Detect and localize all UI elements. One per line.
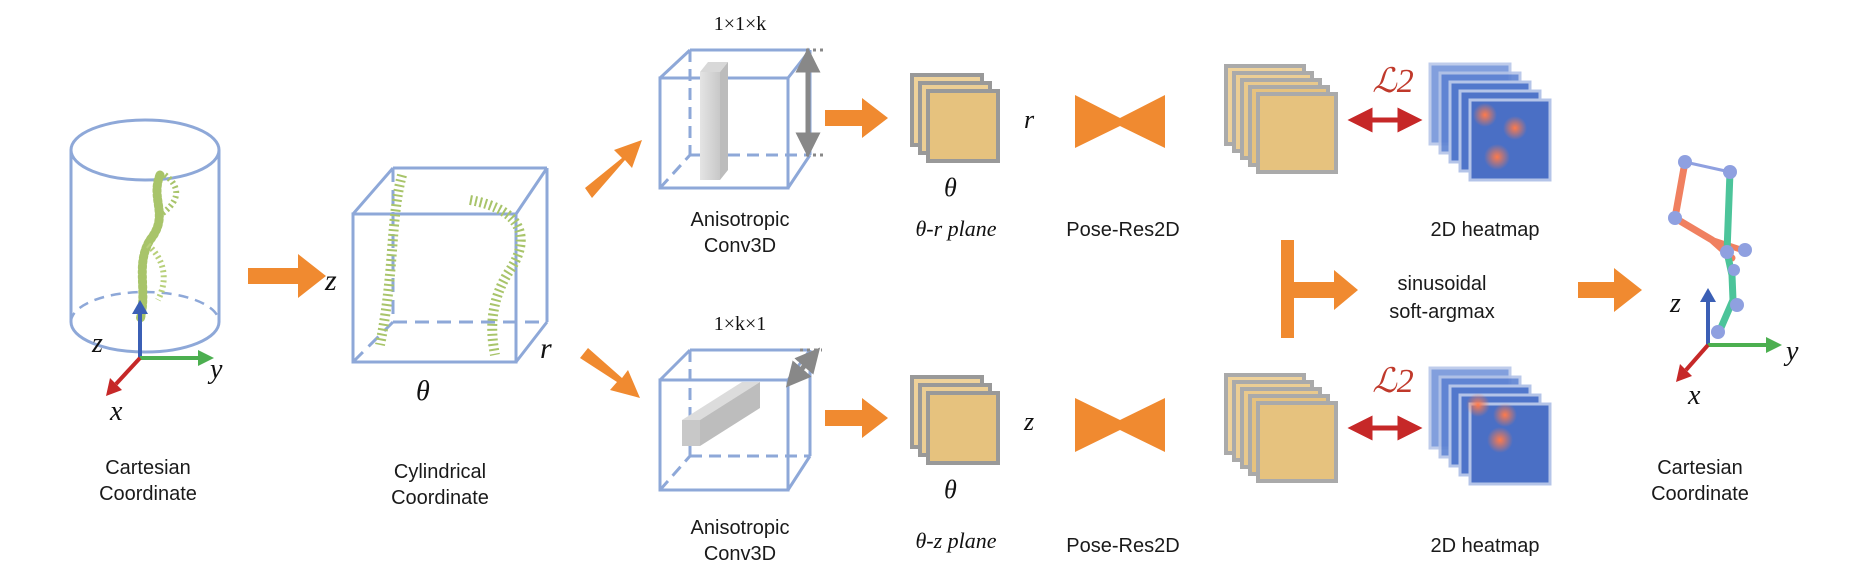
plane-axis-theta-top: θ <box>944 173 957 202</box>
caption-plane-top: θ-r plane <box>915 216 996 241</box>
arrow-cyl-to-top <box>585 140 642 198</box>
kernel-label-top: 1×1×k <box>714 13 767 35</box>
caption-aniso-bot-1: Anisotropic <box>691 517 790 539</box>
caption-heatmap-bottom: 2D heatmap <box>1431 535 1540 557</box>
caption-pose-bottom: Pose-Res2D <box>1066 535 1179 557</box>
axis-label-y-in: y <box>207 354 223 385</box>
loss-label-bottom: ℒ2 <box>1372 363 1414 400</box>
caption-plane-bottom: θ-z plane <box>915 528 996 553</box>
loss-label-top: ℒ2 <box>1372 63 1414 100</box>
arrow-cart-to-cyl <box>248 254 326 298</box>
caption-aniso-bot-2: Conv3D <box>704 543 776 565</box>
hand-skeleton <box>1668 155 1752 339</box>
arrow-to-output <box>1578 268 1642 312</box>
caption-cartesian-out-2: Coordinate <box>1651 483 1749 505</box>
point-cloud-hand <box>135 170 180 325</box>
pose-res2d-net-bottom <box>1075 398 1165 452</box>
caption-cylindrical-2: Coordinate <box>391 487 489 509</box>
caption-cartesian-in-1: Cartesian <box>105 457 191 479</box>
caption-argmax-1: sinusoidal <box>1398 273 1487 295</box>
axis-label-x-out: x <box>1687 380 1701 411</box>
arrow-conv-to-plane-bottom <box>825 398 888 438</box>
axis-label-theta-cyl: θ <box>416 376 430 407</box>
caption-aniso-top-2: Conv3D <box>704 235 776 257</box>
kernel-block-bottom <box>682 382 760 446</box>
arrow-conv-to-plane-top <box>825 98 888 138</box>
cartesian-axes-out <box>1676 288 1782 382</box>
cylindrical-cube <box>351 166 549 364</box>
arrow-cyl-to-bottom <box>580 348 640 398</box>
plane-stack-bottom <box>910 375 1000 465</box>
heatmap-stack-top <box>1428 62 1552 182</box>
kernel-extent-bottom <box>785 347 821 388</box>
cartesian-axes-in <box>106 300 214 396</box>
caption-cartesian-out-1: Cartesian <box>1657 457 1743 479</box>
axis-label-r-cyl: r <box>540 332 552 365</box>
pose-res2d-net-top <box>1075 95 1165 148</box>
aniso-conv-cube-top <box>658 48 812 190</box>
point-cloud-unwrapped <box>375 173 526 356</box>
caption-cartesian-in-2: Coordinate <box>99 483 197 505</box>
feature-stack-bottom <box>1224 373 1338 483</box>
caption-argmax-2: soft-argmax <box>1389 301 1495 323</box>
axis-label-x-in: x <box>109 396 123 427</box>
kernel-label-bottom: 1×k×1 <box>714 313 767 335</box>
plane-axis-r: r <box>1024 105 1035 134</box>
caption-pose-top: Pose-Res2D <box>1066 219 1179 241</box>
heatmap-stack-bottom <box>1428 366 1552 486</box>
caption-heatmap-top: 2D heatmap <box>1431 219 1540 241</box>
kernel-block-top <box>700 62 728 180</box>
axis-label-y-out: y <box>1783 336 1799 367</box>
axis-label-z-cyl: z <box>324 264 337 297</box>
caption-aniso-top-1: Anisotropic <box>691 209 790 231</box>
plane-stack-top <box>910 73 1000 163</box>
plane-axis-theta-bottom: θ <box>944 475 957 504</box>
plane-axis-z: z <box>1023 407 1034 436</box>
merge-bracket-arrow <box>1281 240 1358 338</box>
axis-label-z-in: z <box>91 328 103 359</box>
caption-cylindrical-1: Cylindrical <box>394 461 486 483</box>
axis-label-z-out: z <box>1669 288 1681 319</box>
feature-stack-top <box>1224 64 1338 174</box>
